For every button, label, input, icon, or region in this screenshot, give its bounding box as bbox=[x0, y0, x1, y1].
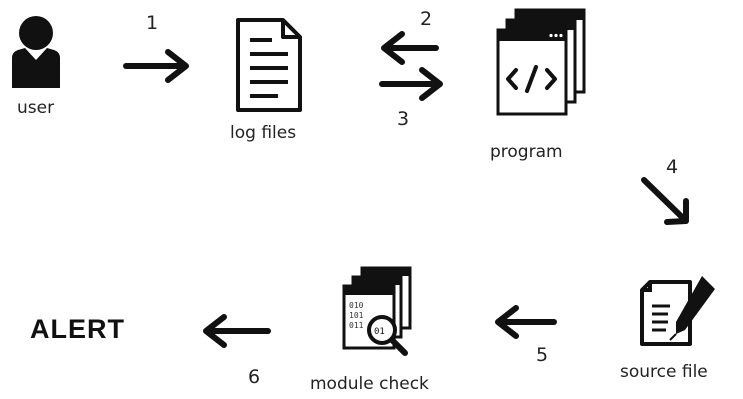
step-number-6: 6 bbox=[248, 366, 261, 388]
arrow-5 bbox=[495, 305, 557, 339]
step-number-3: 3 bbox=[397, 108, 410, 130]
step-number-2: 2 bbox=[420, 8, 433, 30]
module-check-label: module check bbox=[310, 374, 429, 394]
signed-document-icon bbox=[640, 276, 715, 346]
arrow-6 bbox=[203, 314, 271, 348]
svg-text:011: 011 bbox=[349, 321, 364, 330]
step-number-5: 5 bbox=[536, 344, 549, 366]
binary-magnifier-icon: 010 101 011 01 bbox=[342, 266, 412, 356]
svg-text:01: 01 bbox=[374, 327, 385, 337]
source-file-label: source file bbox=[620, 362, 708, 382]
user-icon bbox=[12, 16, 60, 88]
svg-text:010: 010 bbox=[349, 301, 364, 310]
svg-text:101: 101 bbox=[349, 311, 364, 320]
user-label: user bbox=[17, 98, 55, 118]
code-window-icon bbox=[496, 8, 586, 116]
step-number-4: 4 bbox=[666, 156, 679, 178]
document-icon bbox=[236, 18, 302, 112]
arrow-2 bbox=[381, 31, 439, 65]
arrow-1 bbox=[123, 49, 189, 83]
arrow-4 bbox=[641, 177, 689, 225]
log-files-label: log files bbox=[230, 123, 297, 143]
arrow-3 bbox=[379, 67, 443, 101]
alert-label: ALERT bbox=[30, 314, 125, 344]
step-number-1: 1 bbox=[146, 12, 159, 34]
program-label: program bbox=[490, 142, 563, 162]
